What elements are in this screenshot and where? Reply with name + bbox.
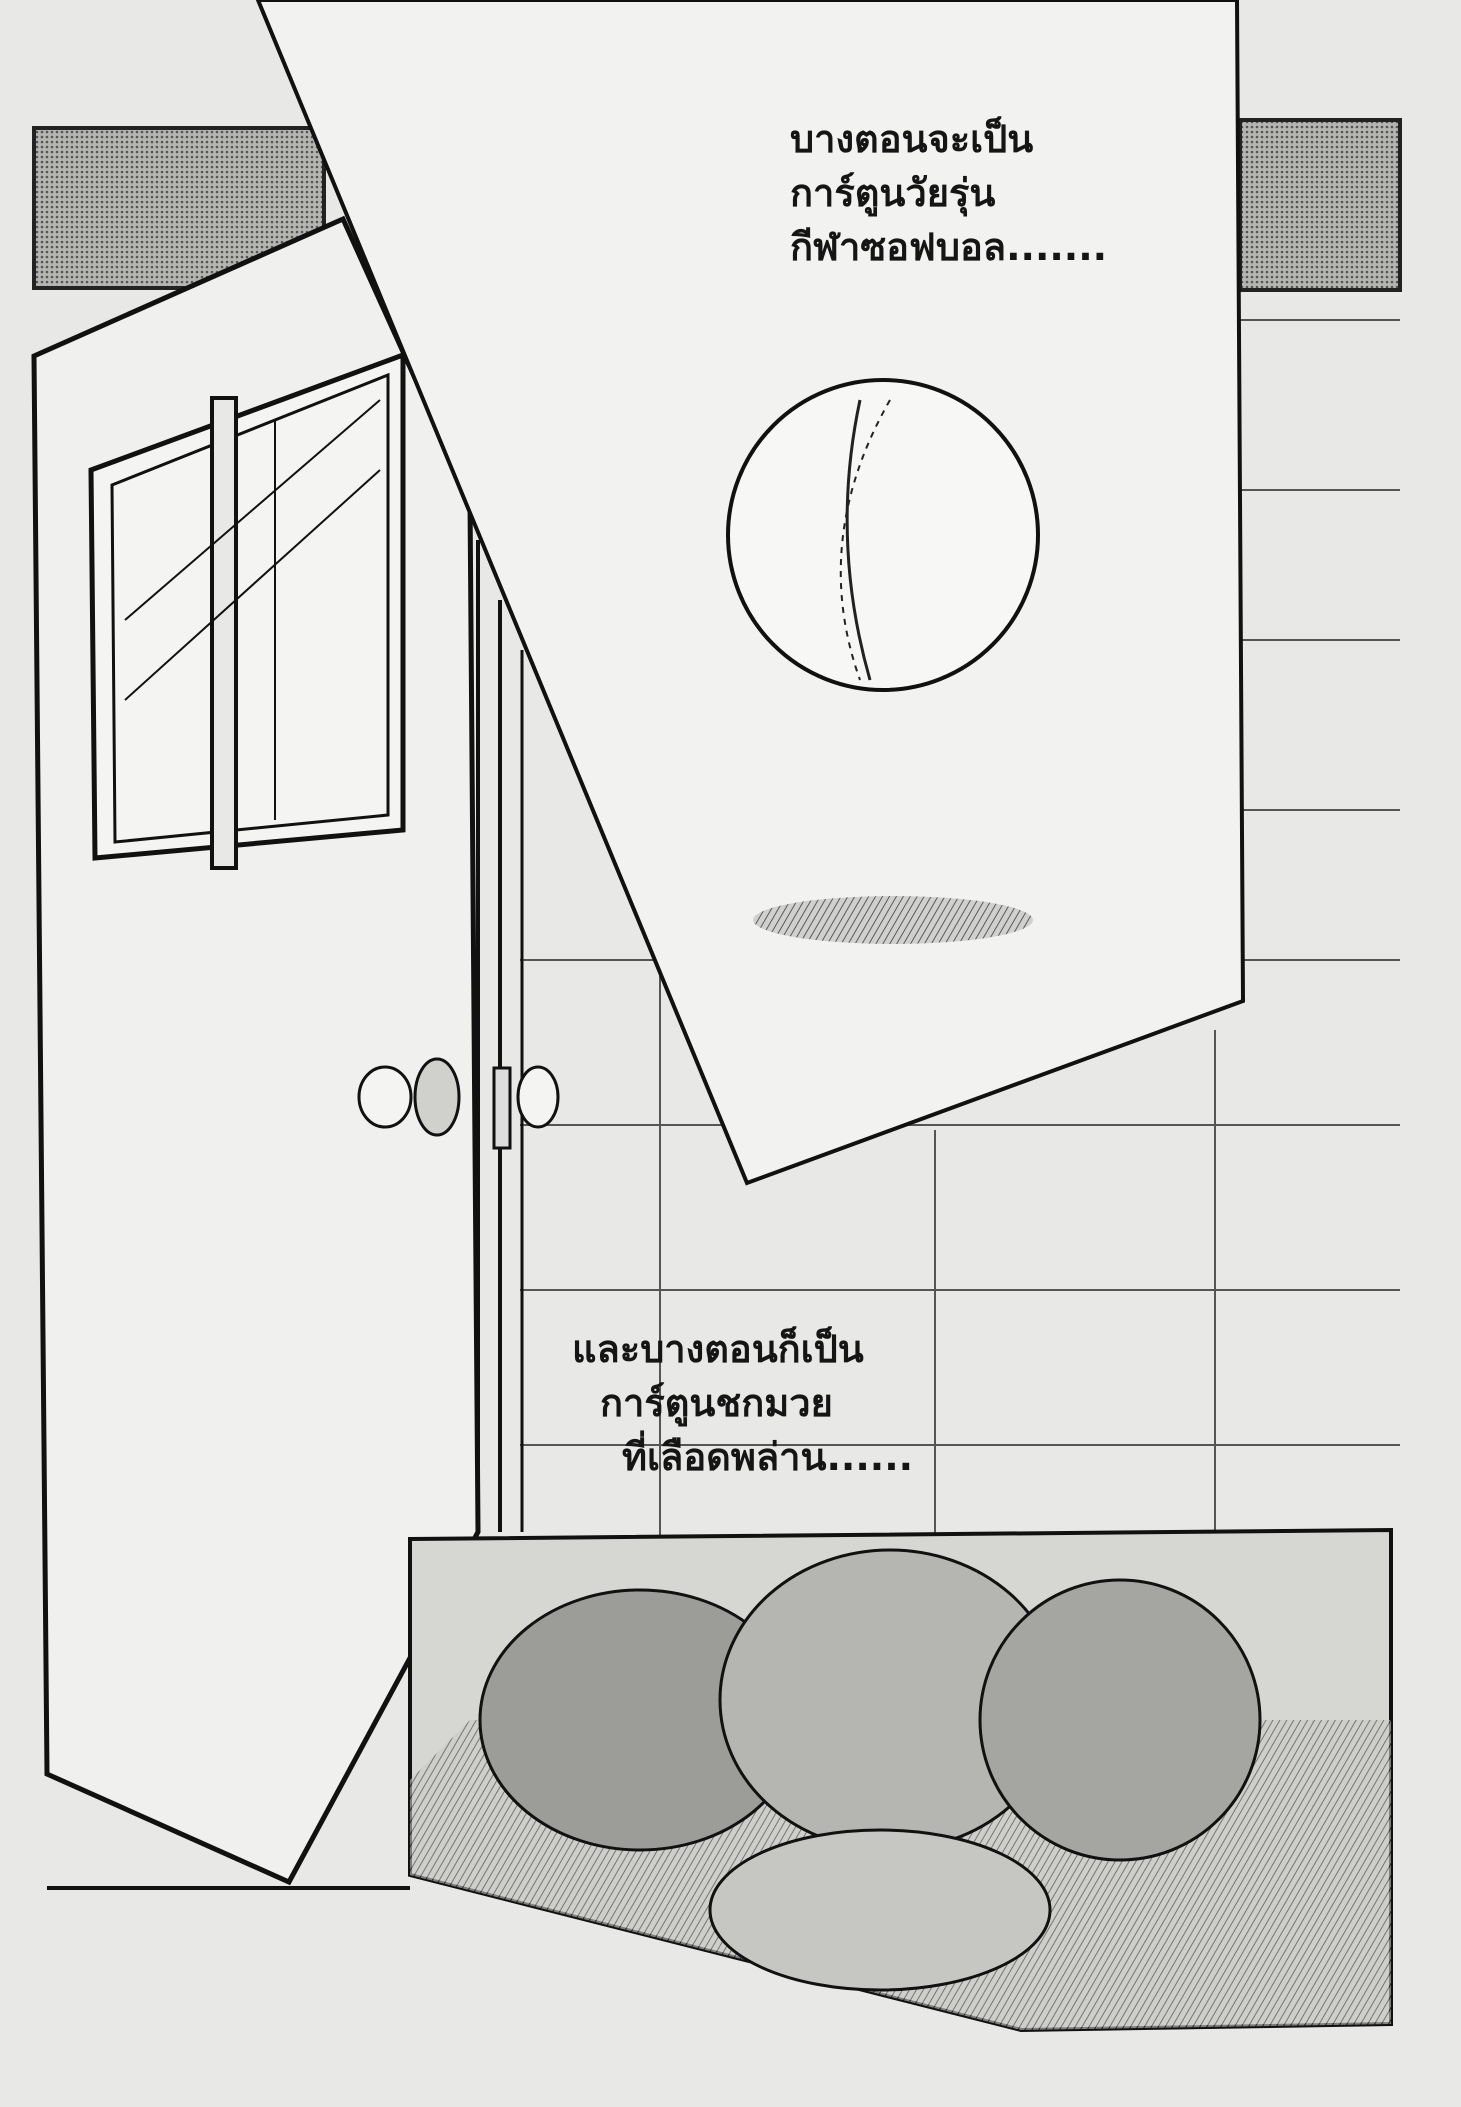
ball-panel (255, 0, 1246, 1186)
caption-line: ที่เลือดพล่าน...... (622, 1435, 914, 1479)
gloves-panel (408, 1527, 1393, 2033)
caption-line: การ์ตูนวัยรุ่น (790, 171, 996, 215)
door-window (88, 351, 406, 870)
caption-top: บางตอนจะเป็น การ์ตูนวัยรุ่น กีฬาซอฟบอล..… (790, 112, 1107, 274)
boxing-gloves (478, 1548, 1262, 1992)
wall-tiles (32, 118, 1402, 1535)
softball (726, 378, 1040, 692)
ball-shadow (753, 896, 1033, 944)
caption-line: การ์ตูนชกมวย (600, 1381, 833, 1425)
caption-bottom: และบางตอนก็เป็น การ์ตูนชกมวย ที่เลือดพล่… (572, 1322, 913, 1484)
caption-line: กีฬาซอฟบอล....... (790, 225, 1108, 269)
caption-line: และบางตอนก็เป็น (572, 1327, 864, 1371)
caption-line: บางตอนจะเป็น (790, 117, 1034, 161)
door-knob (357, 1057, 560, 1150)
